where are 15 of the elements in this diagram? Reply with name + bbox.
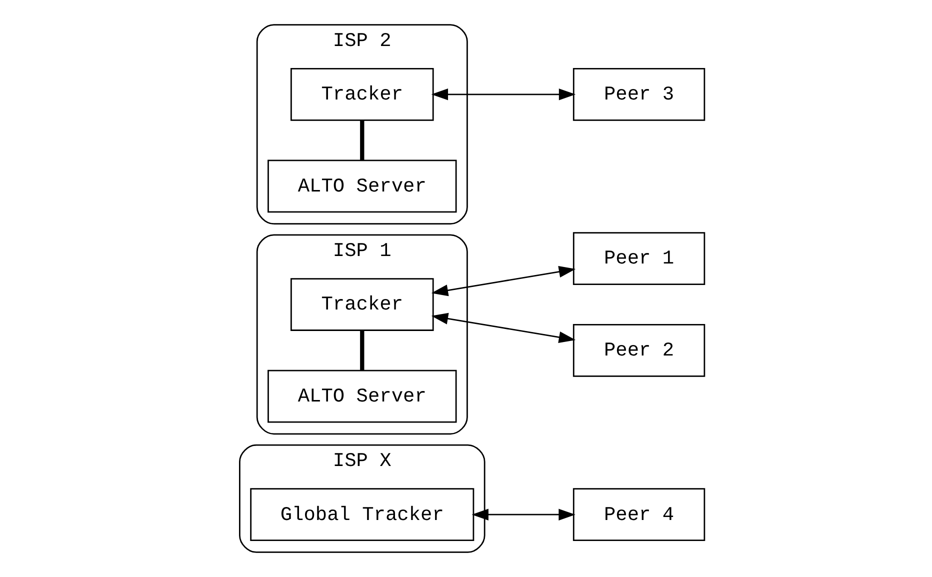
arrow [430, 266, 576, 296]
arrow [430, 88, 576, 100]
node-box: Peer 1 [572, 232, 705, 286]
connector [360, 120, 364, 160]
node-box: Peer 4 [572, 488, 705, 542]
node-box: Peer 3 [572, 68, 705, 121]
node-box: Tracker [290, 68, 434, 121]
node-box: Tracker [290, 278, 434, 331]
node-box: Global Tracker [250, 488, 474, 542]
arrow [471, 508, 575, 520]
node-box: ALTO Server [267, 370, 456, 423]
connector [360, 330, 364, 370]
node-box: ALTO Server [267, 160, 456, 213]
node-box: Peer 2 [572, 324, 705, 377]
arrow [430, 312, 576, 344]
